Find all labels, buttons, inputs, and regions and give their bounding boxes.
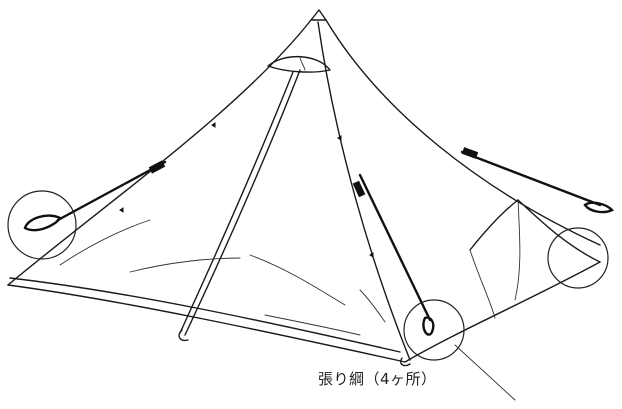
- tent-body: [7, 9, 601, 367]
- seam-marks: [119, 122, 374, 258]
- detail-circle-right: [547, 227, 609, 289]
- callout-leader-line: [454, 344, 516, 401]
- callout-label: 張り綱（4ヶ所）: [318, 370, 437, 388]
- guy-rope-left: [7, 160, 167, 260]
- guy-rope-right: [460, 147, 615, 214]
- guy-rope-front: [352, 173, 465, 361]
